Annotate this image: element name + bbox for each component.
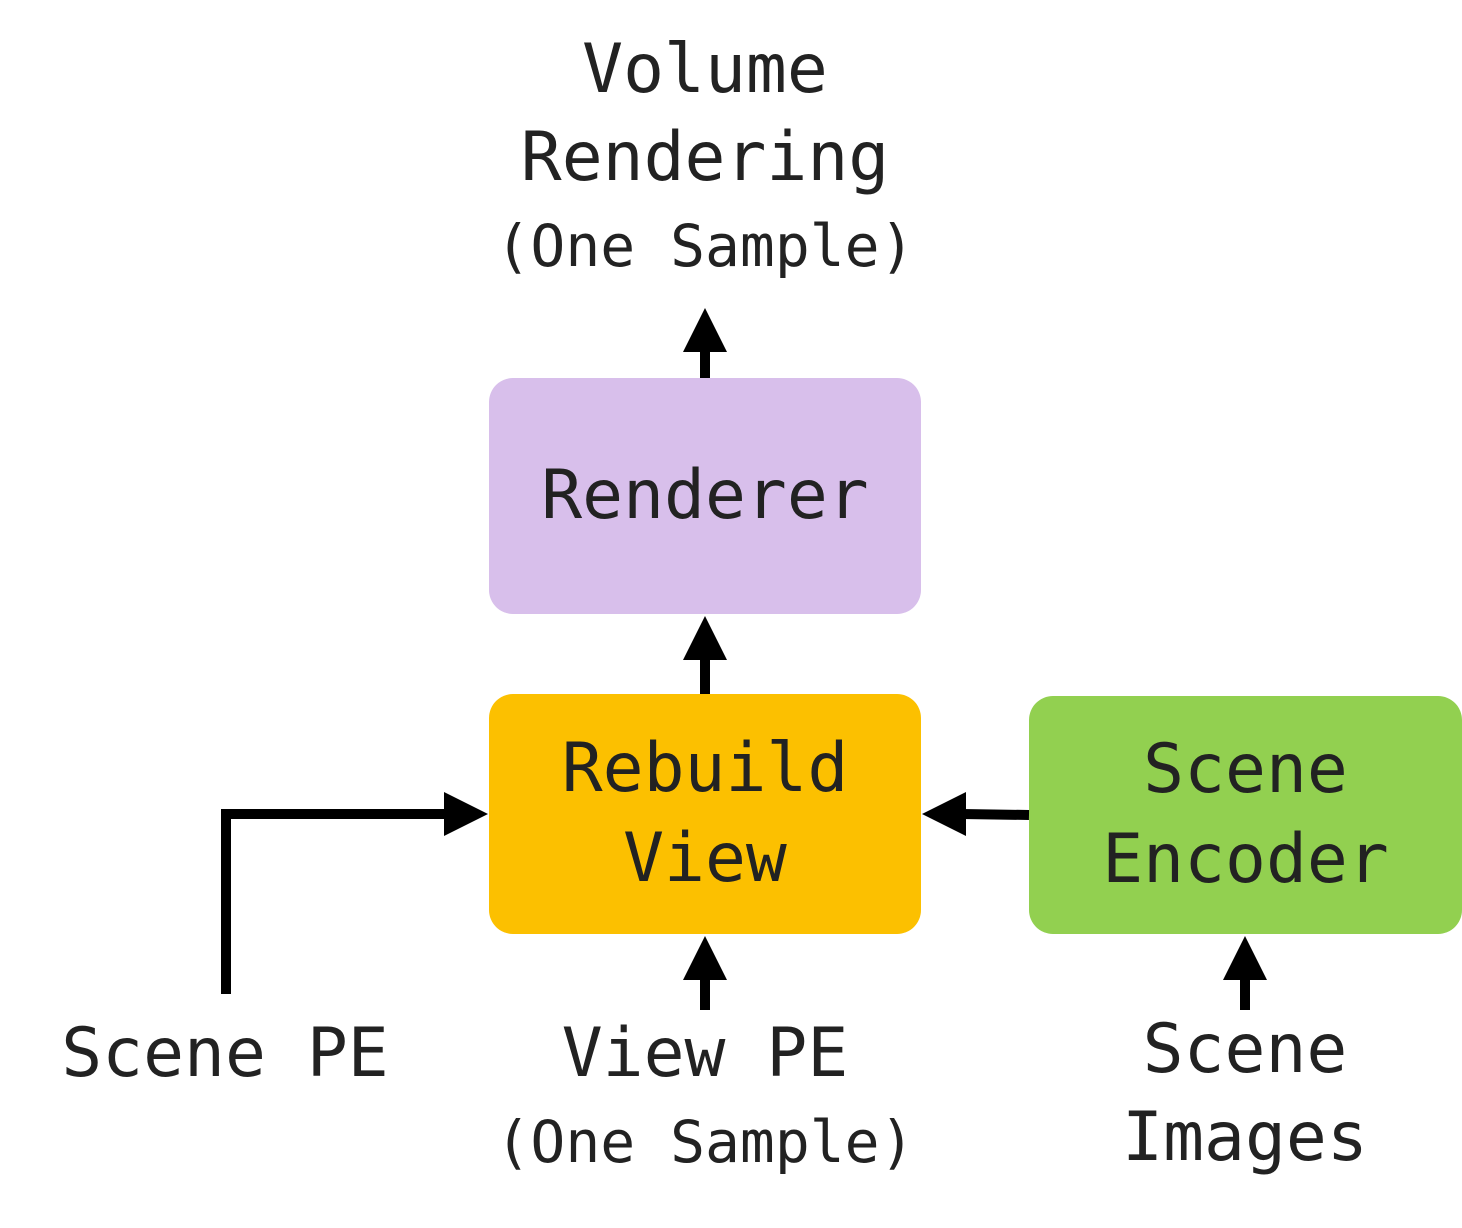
scene-pe-label: Scene PE <box>30 1010 420 1098</box>
scene-encoder-node: Scene Encoder <box>1029 696 1462 934</box>
rebuild-view-line1: Rebuild <box>561 729 849 808</box>
rebuild-view-node: Rebuild View <box>489 694 921 934</box>
scene-images-line2: Images <box>1122 1098 1368 1177</box>
volume-rendering-label: Volume Rendering (One Sample) <box>470 26 940 290</box>
volume-rendering-line2: Rendering <box>520 118 890 197</box>
volume-rendering-line1: Volume <box>582 30 828 109</box>
view-pe-line1: View PE <box>561 1014 849 1093</box>
volume-rendering-line3: (One Sample) <box>495 212 915 280</box>
renderer-node: Renderer <box>489 378 921 614</box>
arrowhead-encoder-bottom <box>1223 936 1267 980</box>
arrowhead-output <box>683 308 727 352</box>
arrow-heads <box>444 308 1267 980</box>
renderer-label: Renderer <box>541 456 869 535</box>
scene-encoder-line2: Encoder <box>1102 820 1389 899</box>
arrowhead-rebuild-bottom <box>683 936 727 980</box>
scene-encoder-line1: Scene <box>1143 730 1348 809</box>
arrow-encoder-to-rebuild-line <box>961 809 1030 820</box>
scene-pe-line1: Scene PE <box>61 1014 389 1093</box>
arrow-lines <box>221 350 1250 1010</box>
rebuild-view-line2: View <box>623 819 787 898</box>
view-pe-line2: (One Sample) <box>495 1108 915 1176</box>
view-pe-label: View PE (One Sample) <box>470 1010 940 1186</box>
scene-images-line1: Scene <box>1142 1010 1348 1089</box>
arrowhead-rebuild-right <box>922 792 966 836</box>
arrowhead-rebuild-left <box>444 792 488 836</box>
scene-images-label: Scene Images <box>1080 1006 1410 1182</box>
arrowhead-renderer <box>683 616 727 660</box>
arrow-scenepe-to-rebuild-line <box>221 809 446 994</box>
